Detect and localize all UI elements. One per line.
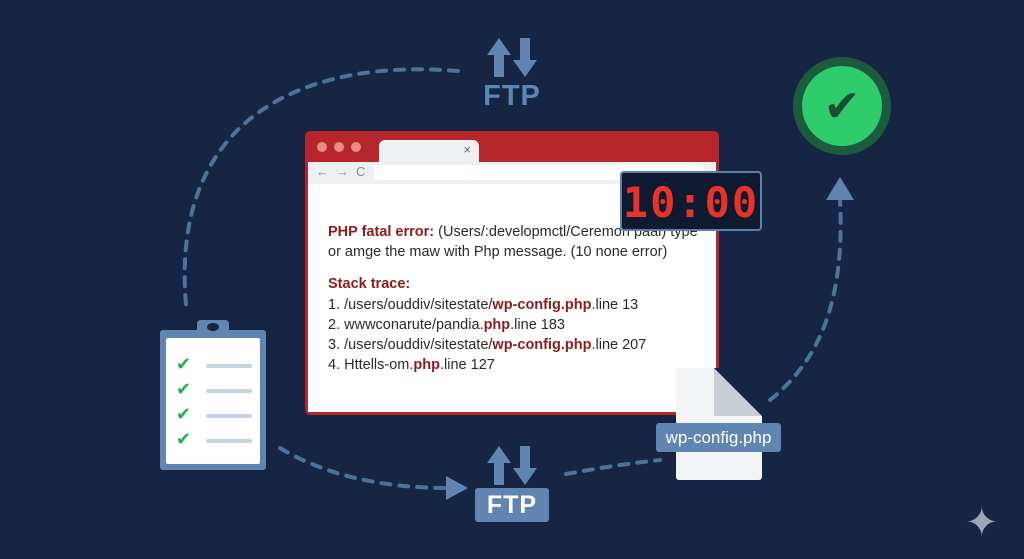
window-maximize-dot[interactable] (351, 142, 361, 152)
checklist-item: ✔ (176, 379, 256, 399)
success-check-icon: ✔ (793, 57, 891, 155)
stack-line: 2. wwwconarute/pandia.php.line 183 (328, 317, 565, 333)
clipboard-clip (197, 320, 229, 338)
back-icon[interactable]: ← (316, 164, 329, 179)
ftp-label-top: FTP (483, 80, 541, 112)
ftp-transfer-icon-bottom (487, 446, 537, 485)
check-icon: ✔ (176, 429, 192, 449)
ftp-label-bottom: FTP (475, 488, 549, 522)
flow-arrow-up (826, 177, 854, 200)
countdown-timer: 10:00 (620, 171, 762, 231)
tab-close-icon[interactable]: × (463, 142, 471, 157)
browser-tab[interactable]: × (379, 140, 479, 164)
checklist-item: ✔ (176, 404, 256, 424)
forward-icon[interactable]: → (336, 164, 349, 179)
check-icon: ✔ (176, 354, 192, 374)
ftp-transfer-icon-top (487, 38, 537, 77)
file-corner-fold (714, 368, 762, 416)
check-icon: ✔ (176, 404, 192, 424)
checklist-item: ✔ (176, 354, 256, 374)
checklist-item: ✔ (176, 429, 256, 449)
flow-path-right-up (768, 198, 843, 402)
flow-path-bottom-right (564, 458, 662, 476)
window-minimize-dot[interactable] (334, 142, 344, 152)
flow-path-bottom-left (278, 446, 450, 490)
stack-line: 1. /users/ouddiv/sitestate/wp-config.php… (328, 297, 639, 313)
window-close-dot[interactable] (317, 142, 327, 152)
reload-icon[interactable]: C (356, 164, 366, 179)
file-name-label: wp-config.php (656, 423, 781, 452)
stack-line: 4. Httells-om.php.line 127 (328, 357, 495, 373)
timer-display: 10:00 (622, 178, 760, 227)
checkmark-icon: ✔ (823, 82, 861, 131)
checklist-paper: ✔ ✔ ✔ ✔ (166, 338, 260, 464)
stack-line: 3. /users/ouddiv/sitestate/wp-config.php… (328, 337, 647, 353)
sparkle-icon: ✦ (965, 501, 999, 545)
flow-arrow-bottom-left (446, 476, 468, 500)
stack-trace-title: Stack trace: (328, 276, 411, 292)
error-line-2: or amge the maw with Php message. (10 no… (328, 244, 668, 260)
error-title: PHP fatal error: (328, 224, 435, 240)
check-icon: ✔ (176, 379, 192, 399)
flow-path-top-left (182, 67, 460, 307)
checklist-clipboard-icon: ✔ ✔ ✔ ✔ (160, 320, 266, 470)
